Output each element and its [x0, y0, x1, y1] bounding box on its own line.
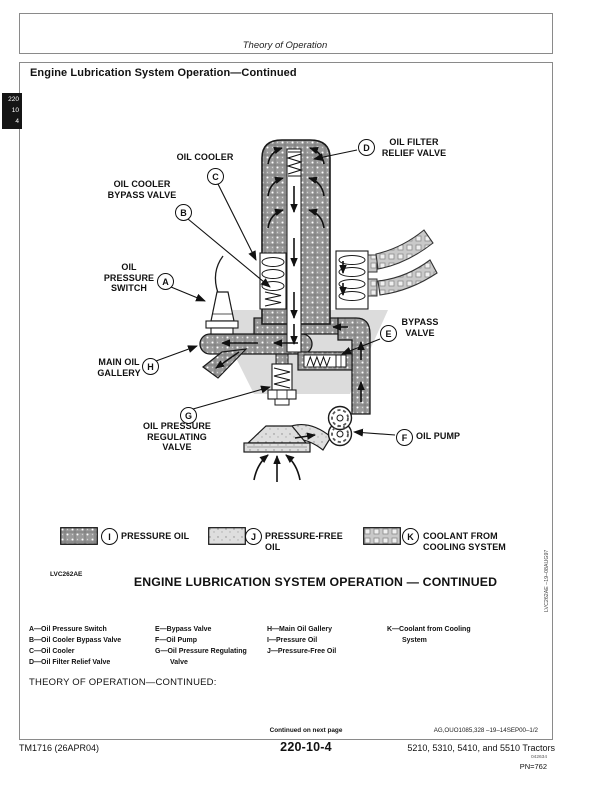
tab-line: 220	[8, 96, 19, 103]
key-list-col4: K—Coolant from Cooling System	[387, 624, 471, 646]
footer-print-code: 042634	[530, 755, 547, 760]
key-item: I—Pressure Oil	[267, 637, 318, 644]
tab-line: 4	[15, 118, 19, 125]
callout-oil-cooler: OIL COOLER	[176, 152, 234, 162]
figure-code: LVC262AE	[50, 571, 83, 578]
body-text: THEORY OF OPERATION—CONTINUED:	[29, 677, 217, 688]
legend-swatch-pressure-oil	[60, 527, 98, 545]
legend-label-pressure-free-oil: PRESSURE-FREE OIL	[265, 531, 343, 552]
figure-caption: ENGINE LUBRICATION SYSTEM OPERATION — CO…	[133, 575, 498, 589]
key-item: D—Oil Filter Relief Valve	[29, 659, 111, 666]
key-item: B—Oil Cooler Bypass Valve	[29, 637, 122, 644]
continued-note: Continued on next page	[269, 727, 343, 734]
footer-models: 5210, 5310, 5410, and 5510 Tractors	[407, 743, 555, 753]
key-item-wrap: Valve	[170, 659, 188, 666]
callout-oil-pump: OIL PUMP	[416, 431, 461, 441]
footer-pn: PN=762	[519, 762, 547, 771]
callout-oil-filter-relief-valve: OIL FILTER RELIEF VALVE	[381, 137, 447, 158]
callout-bypass-valve: BYPASS VALVE	[401, 317, 439, 338]
callout-letter-g: G	[180, 407, 197, 424]
legend-letter-j: J	[245, 528, 262, 545]
callout-letter-a: A	[157, 273, 174, 290]
legend-label-pressure-oil: PRESSURE OIL	[121, 531, 190, 541]
callout-main-oil-gallery: MAIN OIL GALLERY	[97, 357, 141, 378]
doc-code: AG,OUO1085,328 –19–14SEP00–1/2	[433, 727, 538, 734]
tab-line: 10	[11, 107, 19, 114]
key-list-col1: A—Oil Pressure Switch B—Oil Cooler Bypas…	[29, 624, 121, 668]
legend-swatch-coolant	[363, 527, 401, 545]
key-item: F—Oil Pump	[155, 637, 197, 644]
running-header-box	[19, 13, 553, 54]
legend-swatch-pressure-free-oil	[208, 527, 246, 545]
key-item: G—Oil Pressure Regulating	[155, 648, 247, 655]
figure-side-code: LVC262AE –19–08AUG97	[544, 549, 550, 612]
legend-letter-i: I	[101, 528, 118, 545]
callout-oil-cooler-bypass-valve: OIL COOLER BYPASS VALVE	[107, 179, 177, 200]
callout-oil-pressure-regulating-valve: OIL PRESSURE REGULATING VALVE	[142, 421, 212, 453]
footer-manual-id: TM1716 (26APR04)	[19, 743, 100, 753]
content-box	[19, 62, 553, 740]
legend-label-coolant: COOLANT FROM COOLING SYSTEM	[423, 531, 506, 552]
callout-letter-e: E	[380, 325, 397, 342]
key-item: E—Bypass Valve	[155, 626, 212, 633]
footer-page-number: 220-10-4	[280, 740, 332, 754]
key-item: A—Oil Pressure Switch	[29, 626, 107, 633]
callout-letter-b: B	[175, 204, 192, 221]
key-item: K—Coolant from Cooling	[387, 626, 471, 633]
key-item: J—Pressure-Free Oil	[267, 648, 337, 655]
section-title: Engine Lubrication System Operation—Cont…	[30, 67, 297, 79]
key-item-wrap: System	[402, 637, 427, 644]
legend-letter-k: K	[402, 528, 419, 545]
callout-letter-c: C	[207, 168, 224, 185]
callout-oil-pressure-switch: OIL PRESSURE SWITCH	[103, 262, 155, 294]
callout-letter-h: H	[142, 358, 159, 375]
callout-letter-d: D	[358, 139, 375, 156]
key-item: H—Main Oil Gallery	[267, 626, 332, 633]
page-edge-tab: 220 10 4	[2, 93, 22, 129]
key-item: C—Oil Cooler	[29, 648, 75, 655]
callout-letter-f: F	[396, 429, 413, 446]
key-list-col2: E—Bypass Valve F—Oil Pump G—Oil Pressure…	[155, 624, 247, 668]
key-list-col3: H—Main Oil Gallery I—Pressure Oil J—Pres…	[267, 624, 336, 657]
running-header: Theory of Operation	[242, 40, 328, 51]
